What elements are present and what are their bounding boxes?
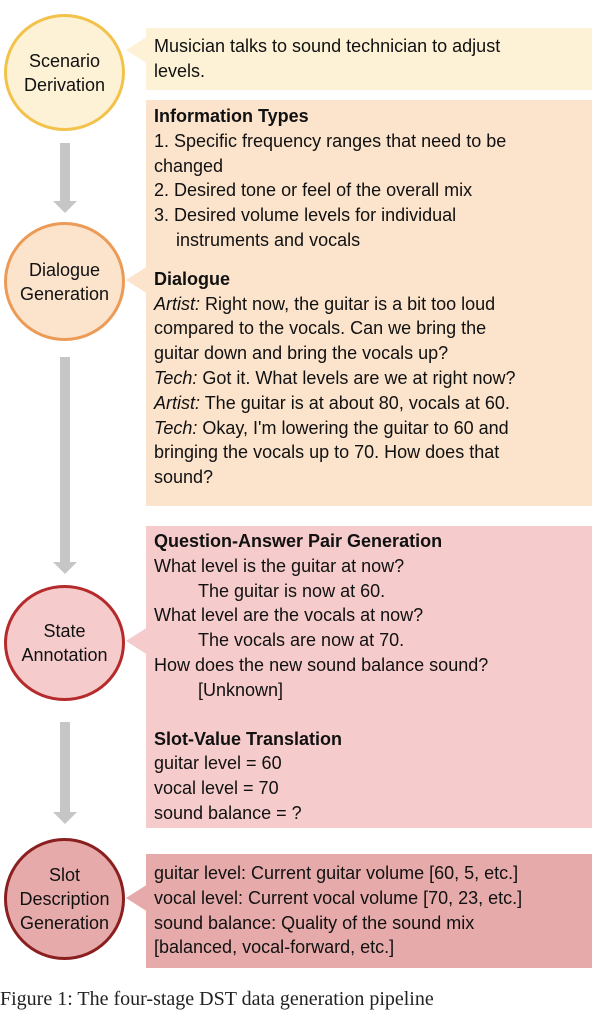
stage-label-line1: Slot xyxy=(48,865,81,885)
stage-label-line1: Dialogue xyxy=(28,259,101,280)
qa-question: How does the new sound balance sound? xyxy=(154,654,489,675)
slot-value-heading: Slot-Value Translation xyxy=(154,728,343,749)
slot-value-line: guitar level = 60 xyxy=(154,753,282,774)
qa-answer: The guitar is now at 60. xyxy=(198,580,386,601)
dialogue-box: Information Types 1. Specific frequency … xyxy=(146,100,592,506)
state-box: Question-Answer Pair Generation What lev… xyxy=(146,526,592,828)
dialogue-turn-line: Tech: Got it. What levels are we at righ… xyxy=(154,366,584,391)
dialogue-turn-line: bringing the vocals up to 70. How does t… xyxy=(154,442,500,463)
stage-label-line2: Derivation xyxy=(23,74,106,95)
stage-label-line3: Generation xyxy=(19,913,110,933)
info-type-line: instruments and vocals xyxy=(176,229,361,250)
scenario-text-line: Musician talks to sound technician to ad… xyxy=(154,36,501,56)
dialogue-turn-line: Tech: Okay, I'm lowering the guitar to 6… xyxy=(154,416,584,441)
turn-text: The guitar is at about 80, vocals at 60. xyxy=(200,392,510,413)
dialogue-heading: Dialogue xyxy=(154,268,231,289)
stage-label-line1: State xyxy=(43,621,86,641)
stage-scenario-derivation: Scenario Derivation xyxy=(4,14,125,131)
dialogue-turn-line: Artist: The guitar is at about 80, vocal… xyxy=(154,391,584,416)
slot-description-line: vocal level: Current vocal volume [70, 2… xyxy=(154,887,523,908)
scenario-text-line: levels. xyxy=(154,60,206,81)
info-type-line: 2. Desired tone or feel of the overall m… xyxy=(154,180,473,201)
turn-text: Got it. What levels are we at right now? xyxy=(197,367,516,388)
info-type-line: 3. Desired volume levels for individual xyxy=(154,205,457,226)
spacer xyxy=(154,253,584,267)
slot-description-box: guitar level: Current guitar volume [60,… xyxy=(146,854,592,968)
speaker-label: Tech: xyxy=(154,417,198,438)
flow-arrow xyxy=(53,722,77,824)
speaker-label: Tech: xyxy=(154,367,198,388)
speaker-label: Artist: xyxy=(154,392,201,413)
callout-pointer xyxy=(126,266,148,294)
qa-question: What level are the vocals at now? xyxy=(154,605,424,626)
figure-caption: Figure 1: The four-stage DST data genera… xyxy=(0,988,434,1010)
dialogue-turn-line: guitar down and bring the vocals up? xyxy=(154,343,449,364)
qa-question: What level is the guitar at now? xyxy=(154,555,405,576)
slot-description-line: guitar level: Current guitar volume [60,… xyxy=(154,863,519,883)
callout-pointer xyxy=(126,884,148,912)
speaker-label: Artist: xyxy=(154,293,201,314)
slot-description-line: sound balance: Quality of the sound mix xyxy=(154,912,475,933)
stage-state-annotation: State Annotation xyxy=(4,585,125,701)
stage-label-line2: Annotation xyxy=(21,645,108,665)
callout-pointer xyxy=(126,36,148,64)
spacer xyxy=(154,703,584,727)
info-types-heading: Information Types xyxy=(154,106,309,126)
qa-answer: The vocals are now at 70. xyxy=(198,630,405,651)
dialogue-turn-line: compared to the vocals. Can we bring the xyxy=(154,318,487,339)
slot-value-line: sound balance = ? xyxy=(154,802,302,823)
info-type-line: 1. Specific frequency ranges that need t… xyxy=(154,130,507,151)
qa-answer: [Unknown] xyxy=(198,679,284,700)
scenario-box: Musician talks to sound technician to ad… xyxy=(146,28,592,90)
stage-label-line2: Description xyxy=(19,889,110,909)
flow-arrow xyxy=(53,357,77,574)
dialogue-turn-line: sound? xyxy=(154,467,214,488)
callout-pointer xyxy=(126,627,148,655)
info-type-line: changed xyxy=(154,155,224,176)
turn-text: Right now, the guitar is a bit too loud xyxy=(200,293,496,314)
stage-slot-description-generation: Slot Description Generation xyxy=(4,838,125,960)
flow-arrow xyxy=(53,143,77,213)
slot-value-line: vocal level = 70 xyxy=(154,778,279,799)
turn-text: Okay, I'm lowering the guitar to 60 and xyxy=(197,417,509,438)
dialogue-turn-line: Artist: Right now, the guitar is a bit t… xyxy=(154,292,584,317)
stage-dialogue-generation: Dialogue Generation xyxy=(4,222,125,341)
qa-heading: Question-Answer Pair Generation xyxy=(154,531,443,551)
slot-description-line: [balanced, vocal-forward, etc.] xyxy=(154,937,395,958)
stage-label-line1: Scenario xyxy=(28,50,101,71)
stage-label-line2: Generation xyxy=(19,283,110,304)
